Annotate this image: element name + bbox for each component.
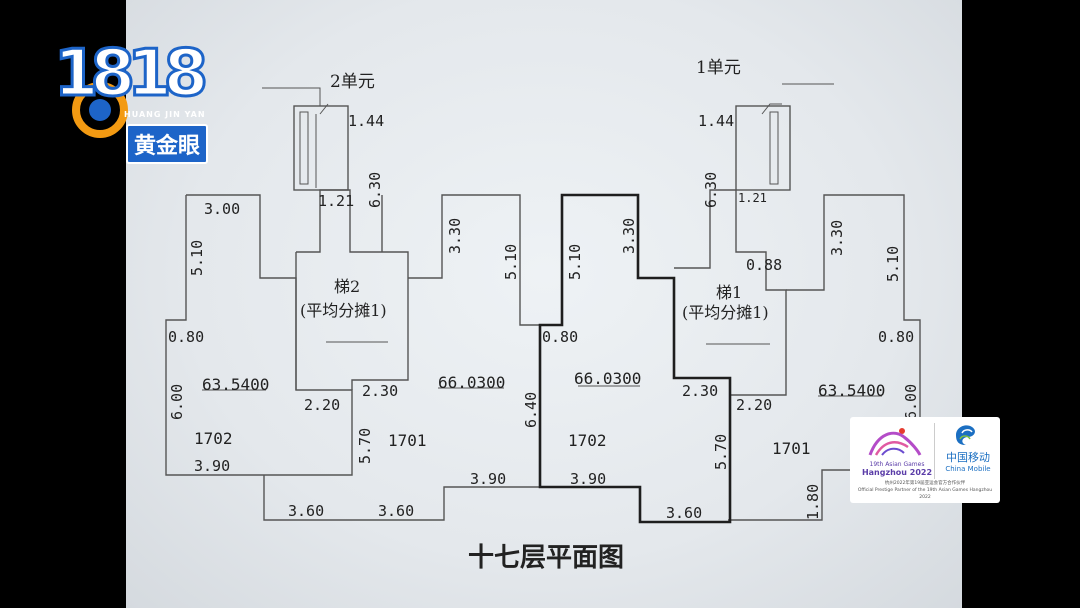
dim-label: 2.20 [736, 396, 772, 414]
dim-label: 2.20 [304, 396, 340, 414]
dim-label: 3.30 [620, 218, 638, 254]
dim-label: 2.30 [362, 382, 398, 400]
dim-label: 6.00 [902, 384, 920, 420]
dim-label: 6.40 [522, 392, 540, 428]
room-area-1701-right: 63.5400 [818, 381, 885, 400]
dim-label: 3.00 [204, 200, 240, 218]
china-mobile-icon [956, 425, 975, 445]
room-area-1702-center: 66.0300 [574, 369, 641, 388]
dim-label: 6.30 [702, 172, 720, 208]
dim-label: 3.30 [828, 220, 846, 256]
sponsor-footer: 杭州2022年第19届亚运会官方合作伙伴 Official Prestige P… [857, 481, 993, 500]
dim-label: 3.60 [666, 504, 702, 522]
dim-label: 2.30 [682, 382, 718, 400]
room-number-1702-center: 1702 [568, 431, 607, 450]
stair-1-outline [674, 189, 787, 396]
stair-2-note: (平均分摊1) [300, 301, 387, 320]
logo-name: 黄金眼 [126, 124, 209, 164]
room-number-1701-right: 1701 [772, 439, 811, 458]
dim-label: 3.90 [470, 470, 506, 488]
room-number-1702-left: 1702 [194, 429, 233, 448]
dim-label: 5.10 [502, 244, 520, 280]
china-mobile-name-cn: 中国移动 [946, 451, 990, 464]
dim-label: 1.80 [804, 484, 822, 520]
room-number-1701-left: 1701 [388, 431, 427, 450]
room-outline-1701-left [352, 194, 541, 521]
stair-2-name: 梯2 [334, 277, 360, 296]
dim-label: 3.60 [378, 502, 414, 520]
plan-title: 十七层平面图 [468, 543, 624, 573]
unit-label-2: 2单元 [330, 72, 375, 92]
dim-label: 5.70 [356, 428, 374, 464]
dim-label: 1.44 [698, 112, 734, 130]
room-outline-1702-left [165, 194, 353, 521]
stair-1-name: 梯1 [716, 283, 742, 302]
sponsor-badge: 19th Asian Games Hangzhou 2022 中国移动 Chin… [850, 417, 1000, 503]
dim-label: 0.80 [542, 328, 578, 346]
asian-games-caption: 19th Asian Games Hangzhou 2022 [861, 461, 933, 478]
dim-label: 3.30 [446, 218, 464, 254]
room-outline-1701-right [728, 194, 921, 521]
dim-label: 0.88 [746, 256, 782, 274]
logo-romanization: HUANG JIN YAN [124, 110, 206, 119]
dim-label: 3.90 [194, 457, 230, 475]
duct-1 [735, 105, 791, 191]
logo-ring [72, 82, 128, 138]
dim-label: 1.44 [348, 112, 384, 130]
dim-label: 3.90 [570, 470, 606, 488]
unit-label-1: 1单元 [696, 58, 741, 78]
dim-label: 6.30 [366, 172, 384, 208]
room-area-1701-left: 66.0300 [438, 373, 505, 392]
dim-label: 5.10 [188, 240, 206, 276]
dim-label: 5.70 [712, 434, 730, 470]
channel-logo: 1818 HUANG JIN YAN 黄金眼 [52, 37, 238, 164]
dim-label: 1.21 [738, 191, 767, 205]
dim-label: 6.00 [168, 384, 186, 420]
dim-label: 3.60 [288, 502, 324, 520]
china-mobile-name-en: China Mobile [945, 465, 991, 473]
room-area-1702-left: 63.5400 [202, 375, 269, 394]
duct-2 [293, 105, 349, 191]
dim-label: 0.80 [168, 328, 204, 346]
dim-label: 0.80 [878, 328, 914, 346]
dim-label: 5.10 [884, 246, 902, 282]
dim-label: 5.10 [566, 244, 584, 280]
stair-1-note: (平均分摊1) [682, 303, 769, 322]
asian-games-emblem [868, 428, 922, 456]
logo-number: 1818 [52, 37, 209, 111]
stair-2-outline [295, 189, 409, 390]
dim-label: 1.21 [318, 192, 354, 210]
room-outline-1702-center [538, 193, 732, 524]
